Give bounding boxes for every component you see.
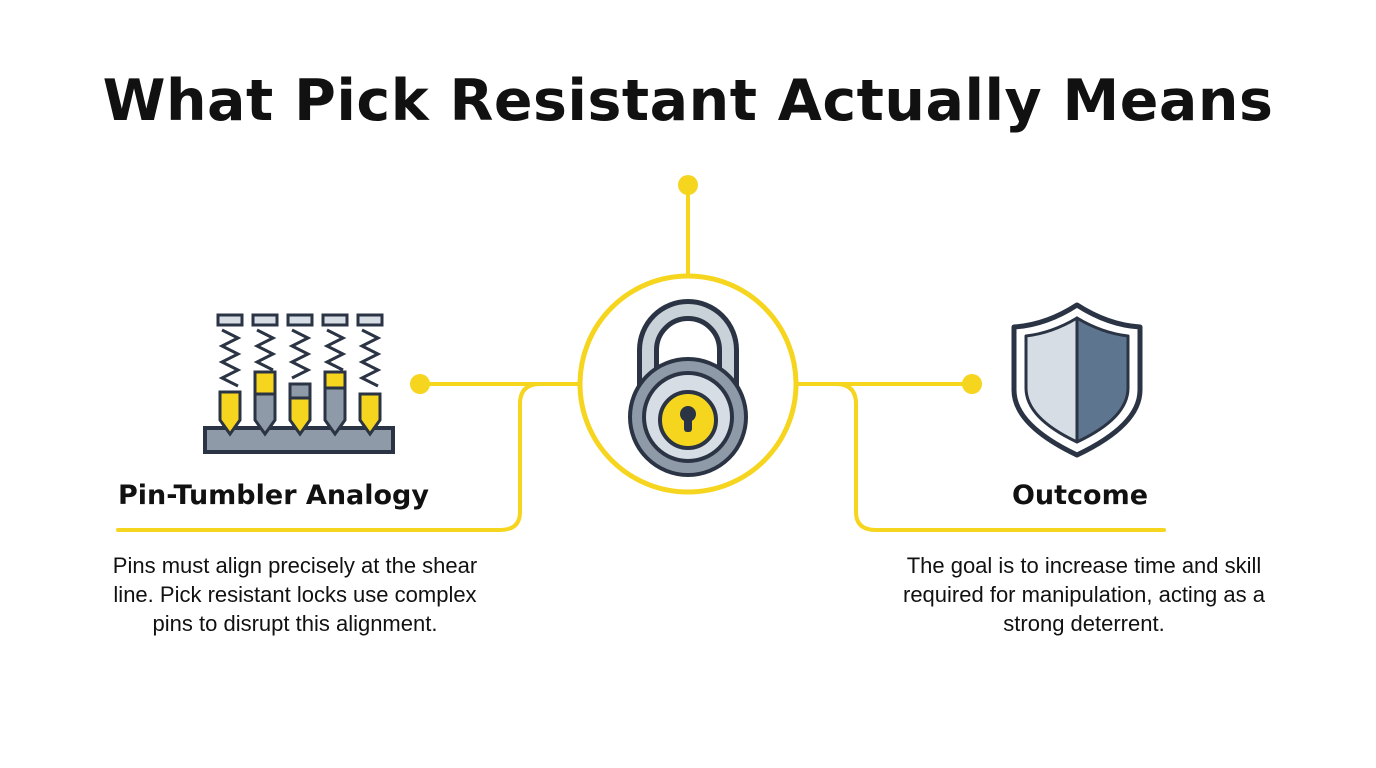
pin-tumbler-icon xyxy=(203,313,395,454)
pin-tumbler-heading: Pin-Tumbler Analogy xyxy=(118,480,429,511)
connector-lines xyxy=(116,185,1166,532)
page-title: What Pick Resistant Actually Means xyxy=(102,68,1274,134)
left-dot xyxy=(410,374,430,394)
outcome-heading: Outcome xyxy=(1011,480,1149,511)
shield-icon xyxy=(1011,302,1143,458)
top-dot xyxy=(678,175,698,195)
padlock-icon xyxy=(628,299,748,477)
connector-dots xyxy=(410,175,982,394)
right-dot xyxy=(962,374,982,394)
outcome-description: The goal is to increase time and skill r… xyxy=(903,553,1265,636)
pin-tumbler-description: Pins must align precisely at the shear l… xyxy=(112,553,478,636)
